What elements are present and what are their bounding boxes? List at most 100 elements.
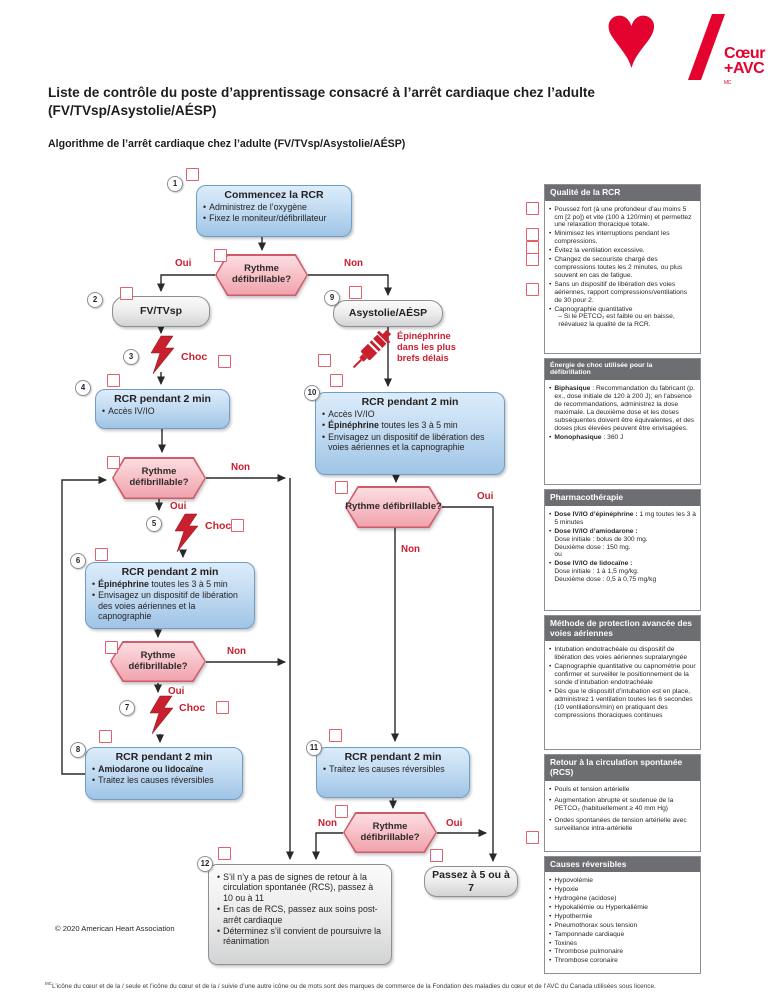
bullet-item: •Sans un dispositif de libération des vo… <box>549 280 688 304</box>
step-box-12-rcs: •S’il n’y a pas de signes de retour à la… <box>208 864 392 965</box>
bullet-item: •Changez de secouriste chargé des compre… <box>549 256 683 279</box>
box-title: RCR pendant 2 min <box>115 751 213 763</box>
bullet-item: •Capnographie quantitative ou capnométri… <box>549 663 696 686</box>
box-bullets: •Amiodarone ou lidocaïne•Traitez les cau… <box>92 764 236 786</box>
checkbox-decision-4[interactable] <box>335 481 348 494</box>
box-bullets: •Épinéphrine toutes les 3 à 5 min•Envisa… <box>92 579 248 622</box>
bullet-item: •Pouls et tension artérielle <box>549 785 630 793</box>
checkbox-causes-reversibles[interactable] <box>526 831 539 844</box>
box-title: RCR pendant 2 min <box>361 396 459 408</box>
bullet-item: •Toxines <box>549 939 578 947</box>
checkbox-step-8[interactable] <box>99 730 112 743</box>
step-number-12: 12 <box>197 856 213 872</box>
step-number-9: 9 <box>324 290 340 306</box>
checkbox-step-6[interactable] <box>95 548 108 561</box>
checkbox-rcr-quality-2[interactable] <box>526 228 539 241</box>
checkbox-decision-5[interactable] <box>335 805 348 818</box>
shock-bolt-icon-7 <box>149 695 174 735</box>
bullet-item: •Dès que le dispositif d’intubation est … <box>549 687 693 719</box>
checkbox-rcr-quality-1[interactable] <box>526 202 539 215</box>
bullet-item: •Biphasique : Recommandation du fabrican… <box>549 385 695 432</box>
bullet-item: •S’il n’y a pas de signes de retour à la… <box>217 872 374 903</box>
panel-qualite-rcr: Qualité de la RCR •Poussez fort (à une p… <box>544 184 701 354</box>
syringe-icon <box>352 329 392 369</box>
branch-label-non: Non <box>231 462 251 473</box>
step-box-10-rcr-2min: RCR pendant 2 min •Accès IV/IO•Épinéphri… <box>315 392 505 475</box>
panel-energie-choc: Énergie de choc utilisée pour la défibri… <box>544 357 701 486</box>
box-title: RCR pendant 2 min <box>344 751 442 763</box>
trademark-text: L’icône du cœur et de la / seule et l’ic… <box>52 983 656 991</box>
choc-label-3: Choc <box>181 351 208 363</box>
epinephrine-asap-label: Épinéphrine dans les plus brefs délais <box>397 331 456 364</box>
checkbox-decision-1[interactable] <box>214 249 227 262</box>
bullet-item: •Amiodarone ou lidocaïne <box>92 764 204 775</box>
panel-header: Qualité de la RCR <box>545 185 700 201</box>
step-box-4-rcr-2min: RCR pendant 2 min •Accès IV/IO <box>95 389 230 429</box>
branch-label-non: Non <box>318 818 338 829</box>
step-number-11: 11 <box>306 740 322 756</box>
bullet-item: •Hypothermie <box>549 912 593 920</box>
step-number-5: 5 <box>146 516 162 532</box>
checkbox-decision-2[interactable] <box>107 456 120 469</box>
step-number-7: 7 <box>119 700 135 716</box>
bullet-item: •Poussez fort (à une profondeur d’au moi… <box>549 205 692 229</box>
checkbox-step-4[interactable] <box>107 374 120 387</box>
shock-bolt-icon-5 <box>174 513 199 553</box>
box-title: RCR pendant 2 min <box>121 566 219 578</box>
panel-header: Retour à la circulation spontanée (RCS) <box>545 755 700 781</box>
branch-label-oui: Oui <box>168 686 185 697</box>
bullet-item: •Administrez de l’oxygène <box>203 202 307 213</box>
choc-label-5: Choc <box>205 520 232 532</box>
checkbox-rcr-quality-5[interactable] <box>526 283 539 296</box>
epi-line-3: brefs délais <box>397 352 449 363</box>
bullet-item: •Monophasique : 360 J <box>549 433 624 441</box>
checkbox-epinephrine[interactable] <box>318 354 331 367</box>
bullet-item: •Déterminez s’il convient de poursuivre … <box>217 925 382 947</box>
panel-header: Énergie de choc utilisée pour la défibri… <box>545 358 700 381</box>
checkbox-rcr-quality-4[interactable] <box>526 253 539 266</box>
panel-pharmacotherapie: Pharmacothérapie •Dose IV/IO d’épinéphri… <box>544 489 701 611</box>
step-box-11-rcr-2min: RCR pendant 2 min •Traitez les causes ré… <box>316 747 470 798</box>
checkbox-step-12[interactable] <box>218 847 231 860</box>
box-bullets: •Accès IV/IO•Épinéphrine toutes les 3 à … <box>322 409 498 453</box>
bullet-item: •Capnographie quantitative– Si le PETCO₂… <box>549 305 675 329</box>
checkbox-choc-3[interactable] <box>218 355 231 368</box>
checkbox-choc-5[interactable] <box>231 519 244 532</box>
copyright: © 2020 American Heart Association <box>55 924 175 933</box>
box-title: Asystolie/AÉSP <box>348 307 428 320</box>
branch-label-oui: Oui <box>170 501 187 512</box>
step-number-10: 10 <box>304 385 320 401</box>
checkbox-choc-7[interactable] <box>216 701 229 714</box>
checkbox-decision-3[interactable] <box>105 641 118 654</box>
bullet-item: •Épinéphrine toutes les 3 à 5 min <box>322 420 458 431</box>
decision-label: Rythme défibrillable? <box>360 820 420 843</box>
step-number-2: 2 <box>87 292 103 308</box>
bullet-item: •Tamponnade cardiaque <box>549 930 625 938</box>
bullet-item: •Envisagez un dispositif de libération d… <box>92 590 238 622</box>
hex-fill <box>113 458 205 498</box>
bullet-item: •Hypoxie <box>549 886 579 894</box>
step-box-9-asystolie-aesp: Asystolie/AÉSP <box>333 300 443 327</box>
brand-line1: Cœur <box>724 45 766 62</box>
panel-causes-reversibles: Causes réversibles •Hypovolémie•Hypoxie•… <box>544 855 701 975</box>
panel-body: •Biphasique : Recommandation du fabrican… <box>545 380 700 484</box>
checkbox-step-9[interactable] <box>349 286 362 299</box>
bullet-item: •Minimisez les interruptions pendant les… <box>549 230 670 246</box>
panel-body: •Intubation endotrachéale ou dispositif … <box>545 641 700 749</box>
step-number-8: 8 <box>70 742 86 758</box>
checkbox-step-10[interactable] <box>330 374 343 387</box>
checkbox-step-2[interactable] <box>120 287 133 300</box>
decision-3-rythme-defibrillable: Rythme défibrillable? <box>110 641 206 682</box>
checkbox-goto-5-7[interactable] <box>430 849 443 862</box>
bullet-item: •Augmentation abrupte et soutenue de la … <box>549 797 674 813</box>
decision-2-rythme-defibrillable: Rythme défibrillable? <box>112 457 206 499</box>
checkbox-step-1[interactable] <box>186 168 199 181</box>
branch-label-non: Non <box>227 646 247 657</box>
hex-fill <box>111 642 205 681</box>
panel-body: •Poussez fort (à une profondeur d’au moi… <box>545 201 700 353</box>
decision-label: Rythme défibrillable? <box>345 500 442 512</box>
checkbox-step-11[interactable] <box>329 729 342 742</box>
box-bullets: •Traitez les causes réversibles <box>323 764 463 774</box>
